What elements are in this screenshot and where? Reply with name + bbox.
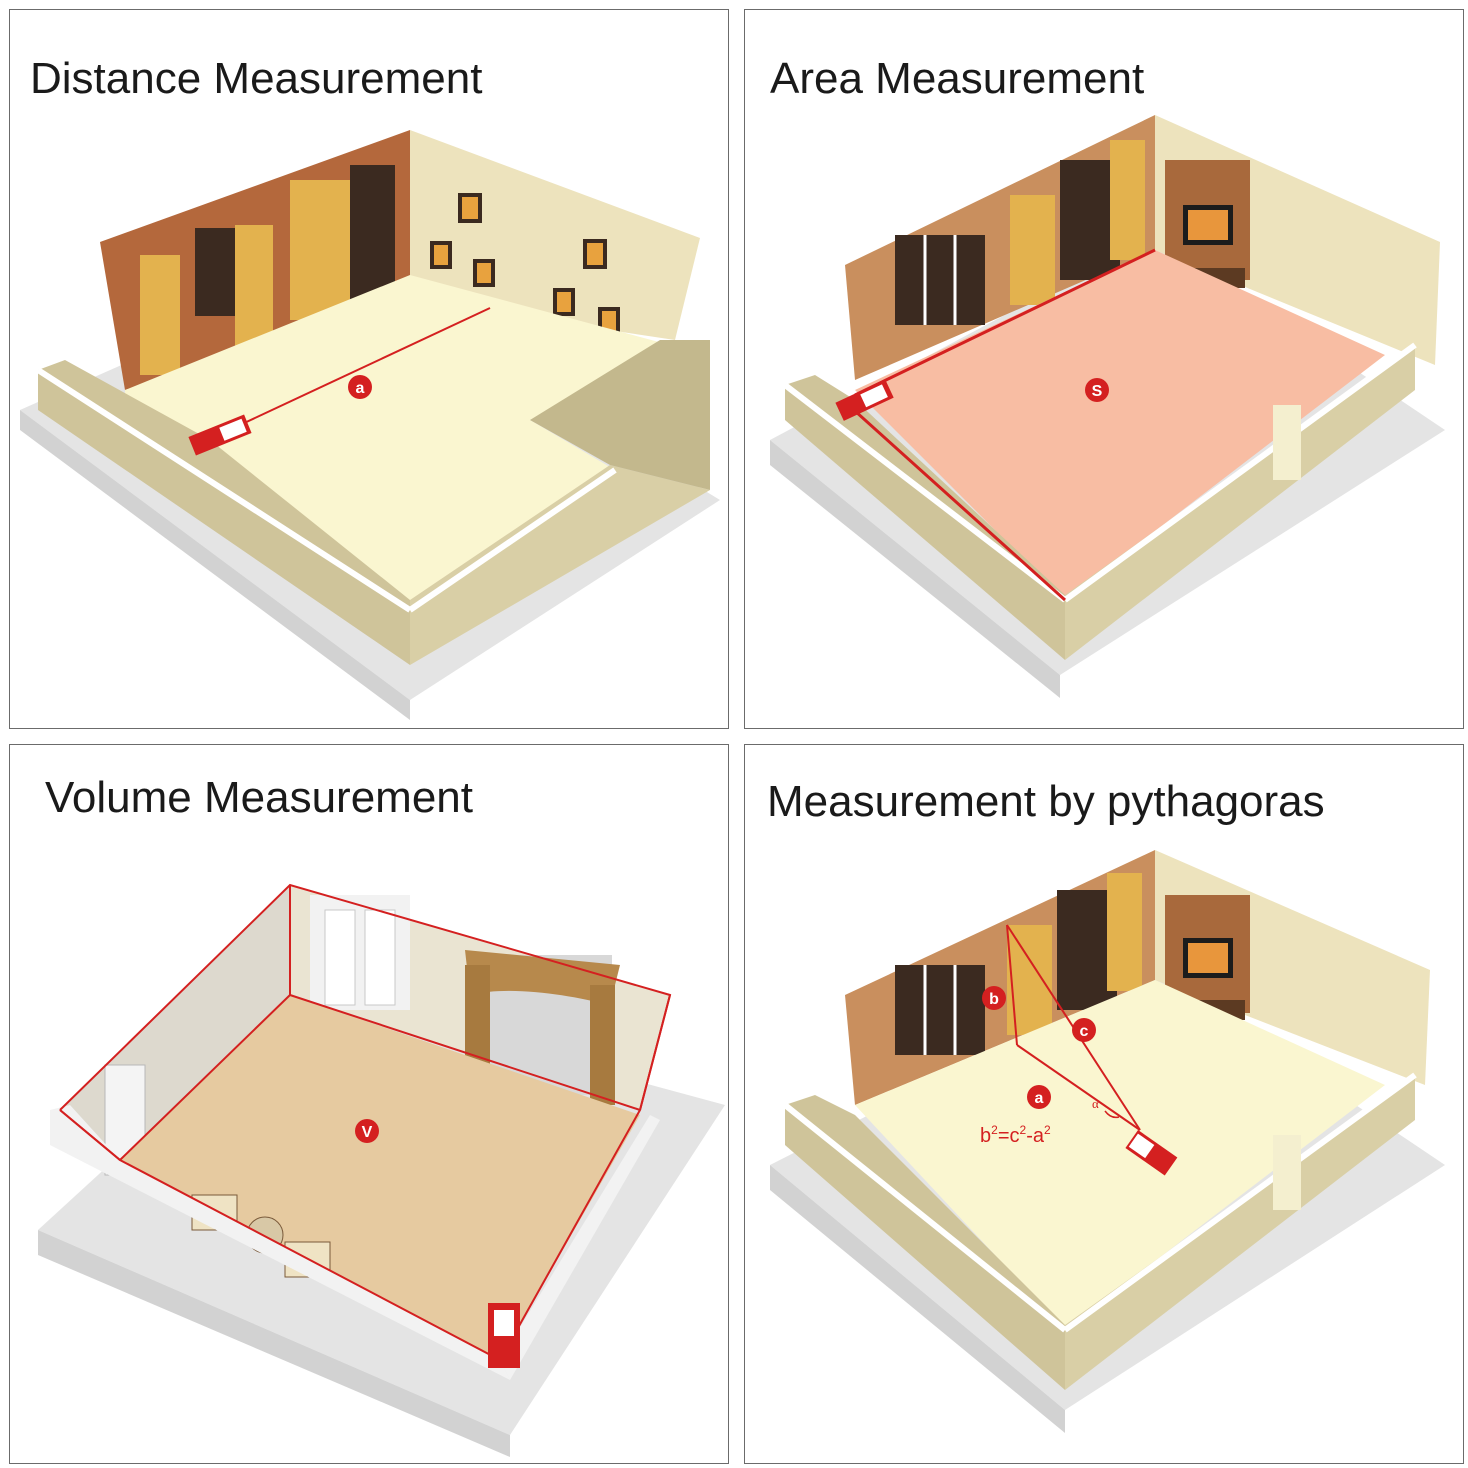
- angle-alpha-label: α: [1092, 1096, 1099, 1111]
- marker-a: a: [356, 380, 365, 397]
- pythagoras-formula: b2=c2-a2: [980, 1123, 1051, 1147]
- panel-title-area: Area Measurement: [770, 54, 1145, 103]
- panel-area-measurement: Area Measurement S: [744, 9, 1464, 729]
- room-illustration-area: S: [770, 115, 1445, 698]
- panel-title-pythagoras: Measurement by pythagoras: [767, 777, 1325, 826]
- panel-volume-measurement: Volume Measurement: [9, 744, 729, 1464]
- marker-v: V: [362, 1124, 373, 1141]
- panel-distance-measurement: Distance Measurement: [9, 9, 729, 729]
- marker-c: c: [1080, 1023, 1089, 1040]
- panel-pythagoras-measurement: Measurement by pythagoras α: [744, 744, 1464, 1464]
- room-illustration-volume: V: [38, 883, 725, 1457]
- marker-s: S: [1092, 383, 1103, 400]
- marker-b: b: [989, 991, 999, 1008]
- room-illustration-pythagoras: α b c a b2=c2-a2: [770, 850, 1445, 1433]
- panel-title-distance: Distance Measurement: [30, 54, 483, 103]
- marker-a: a: [1035, 1090, 1044, 1107]
- panel-title-volume: Volume Measurement: [45, 773, 473, 822]
- room-illustration-distance: a: [20, 130, 720, 720]
